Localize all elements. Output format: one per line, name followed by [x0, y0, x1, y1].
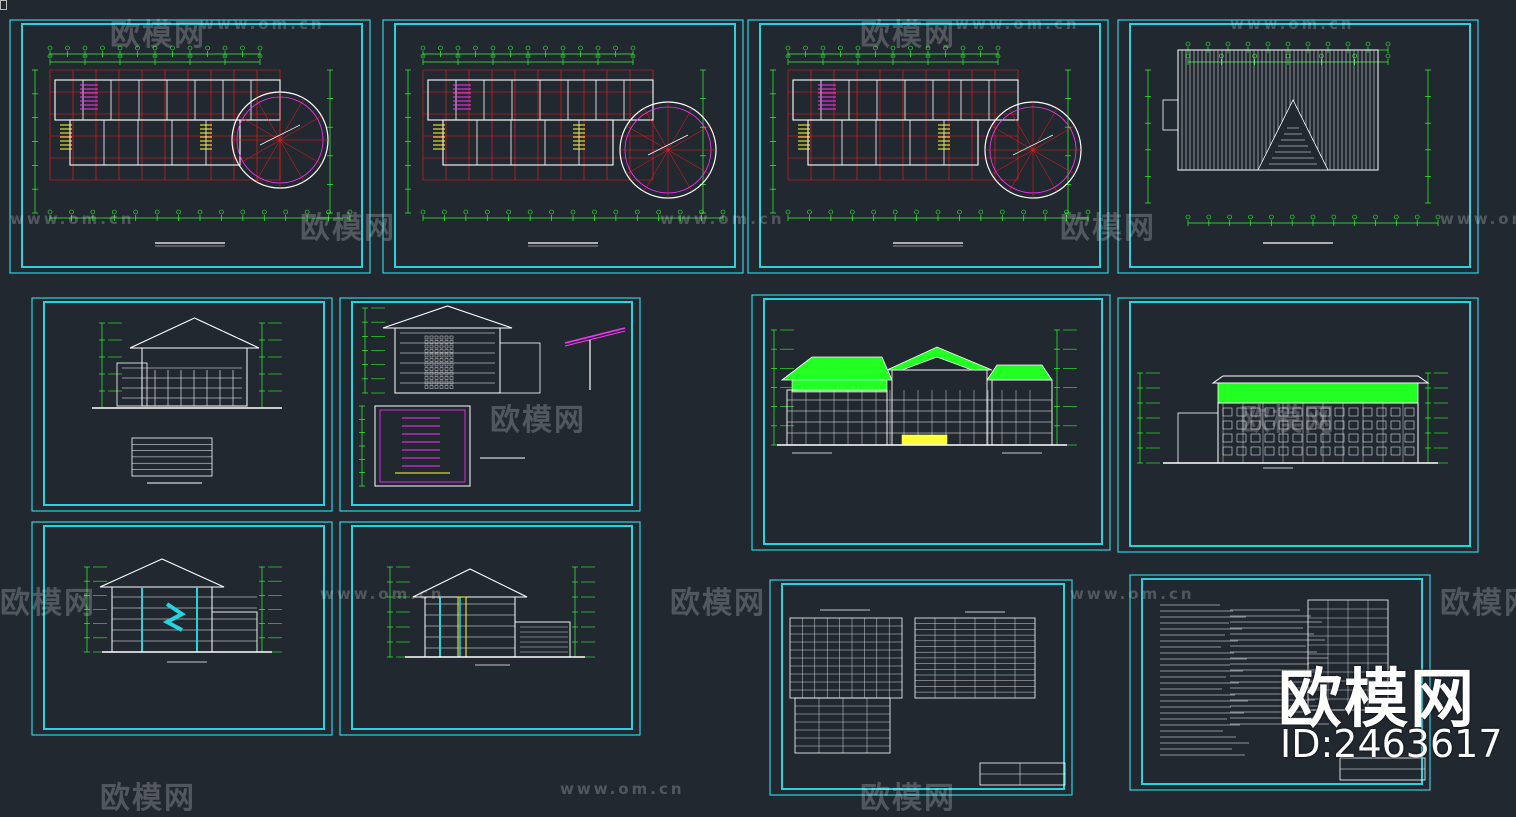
sheet-floor-plan-1[interactable] — [9, 19, 371, 274]
watermark-brand: 欧模网 — [110, 18, 206, 53]
sheet-section-a[interactable] — [31, 297, 333, 512]
ucs-icon — [0, 0, 7, 10]
watermark-url: www.om.cn — [320, 585, 445, 603]
watermark-url: www.om.cn — [955, 15, 1080, 33]
watermark-brand: 欧模网 — [670, 586, 766, 621]
sheet-stair-details[interactable] — [339, 297, 641, 512]
watermark-brand: 欧模网 — [1060, 211, 1156, 246]
watermark-url: www.om.cn — [200, 15, 325, 33]
watermark-url: www.om.cn — [10, 210, 135, 228]
watermark-brand: 欧模网 — [0, 586, 96, 621]
watermark-url: www.om.cn — [660, 210, 785, 228]
sheet-floor-plan-3[interactable] — [747, 19, 1109, 274]
sheet-roof-plan[interactable] — [1117, 19, 1479, 274]
watermark-brand: 欧模网 — [100, 781, 196, 816]
watermark-url: www.om.cn — [560, 780, 685, 798]
sheet-design-notes[interactable] — [1129, 574, 1431, 791]
sheet-section-b[interactable] — [31, 521, 333, 736]
model-id: ID:2463617 — [1280, 722, 1503, 766]
watermark-brand: 欧模网 — [1240, 403, 1336, 438]
sheet-front-elevation[interactable] — [751, 294, 1111, 551]
sheet-section-c[interactable] — [339, 521, 641, 736]
sheet-rear-elevation[interactable] — [1117, 297, 1479, 553]
watermark-url: www.om.cn — [1230, 15, 1355, 33]
sheet-door-window-schedule[interactable] — [769, 579, 1073, 796]
watermark-url: www.om.cn — [1070, 585, 1195, 603]
watermark-url: www.om.cn — [1440, 210, 1516, 228]
watermark-brand: 欧模网 — [300, 211, 396, 246]
brand-logo: 欧模网 — [1278, 663, 1476, 737]
sheet-floor-plan-2[interactable] — [382, 19, 744, 274]
watermark-brand: 欧模网 — [860, 18, 956, 53]
watermark-brand: 欧模网 — [490, 403, 586, 438]
watermark-brand: 欧模网 — [860, 781, 956, 816]
watermark-brand: 欧模网 — [1440, 586, 1516, 621]
